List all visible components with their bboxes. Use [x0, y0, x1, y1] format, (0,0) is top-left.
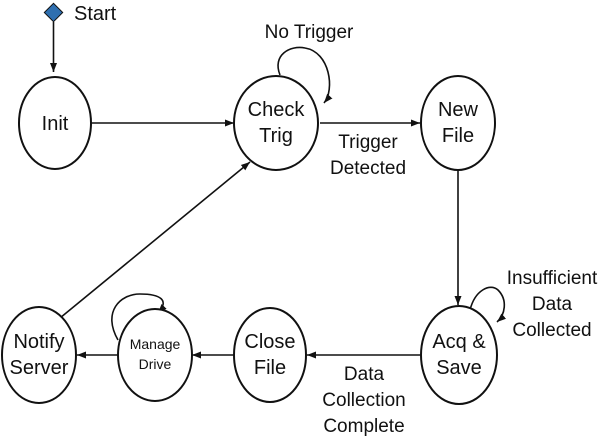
start-label: Start [74, 3, 117, 25]
state-new-file-label-1: New [438, 99, 479, 121]
state-init: Init [18, 76, 92, 170]
state-init-label: Init [42, 113, 69, 135]
state-manage-drive-label-2: Drive [139, 356, 172, 372]
edge-acq-save-self-loop [469, 286, 507, 323]
label-trigger-detected-2: Detected [330, 158, 406, 179]
state-manage-drive-label-1: Manage [130, 336, 181, 352]
state-acq-save-label-1: Acq & [432, 331, 486, 353]
state-check-trig-label-2: Trig [259, 125, 293, 147]
label-insufficient-data-1: Insufficient [507, 268, 598, 289]
state-check-trig: Check Trig [233, 75, 319, 171]
start-marker: Start [43, 2, 117, 72]
state-manage-drive: Manage Drive [117, 308, 193, 402]
state-new-file: New File [420, 75, 496, 171]
edge-notify-server-to-check-trig [59, 161, 251, 319]
state-new-file-label-2: File [442, 125, 474, 147]
label-collection-complete-2: Collection [322, 390, 405, 411]
state-notify-server: Notify Server [1, 306, 77, 404]
edge-check-trig-self-loop [277, 46, 333, 104]
state-notify-server-label-1: Notify [13, 331, 64, 353]
label-collection-complete-3: Complete [323, 416, 404, 437]
label-insufficient-data-2: Data [532, 294, 573, 315]
label-trigger-detected-1: Trigger [338, 132, 398, 153]
label-insufficient-data-3: Collected [512, 320, 591, 341]
state-close-file-label-2: File [254, 357, 286, 379]
label-collection-complete-1: Data [344, 364, 385, 385]
start-diamond-icon [43, 2, 64, 23]
label-no-trigger: No Trigger [265, 22, 354, 43]
state-check-trig-label-1: Check [248, 99, 306, 121]
edge-manage-drive-self-loop [111, 293, 167, 341]
state-notify-server-label-2: Server [10, 357, 69, 379]
state-acq-save-label-2: Save [436, 357, 482, 379]
state-acq-save: Acq & Save [420, 305, 498, 405]
state-close-file: Close File [233, 307, 307, 403]
state-close-file-label-1: Close [244, 331, 295, 353]
